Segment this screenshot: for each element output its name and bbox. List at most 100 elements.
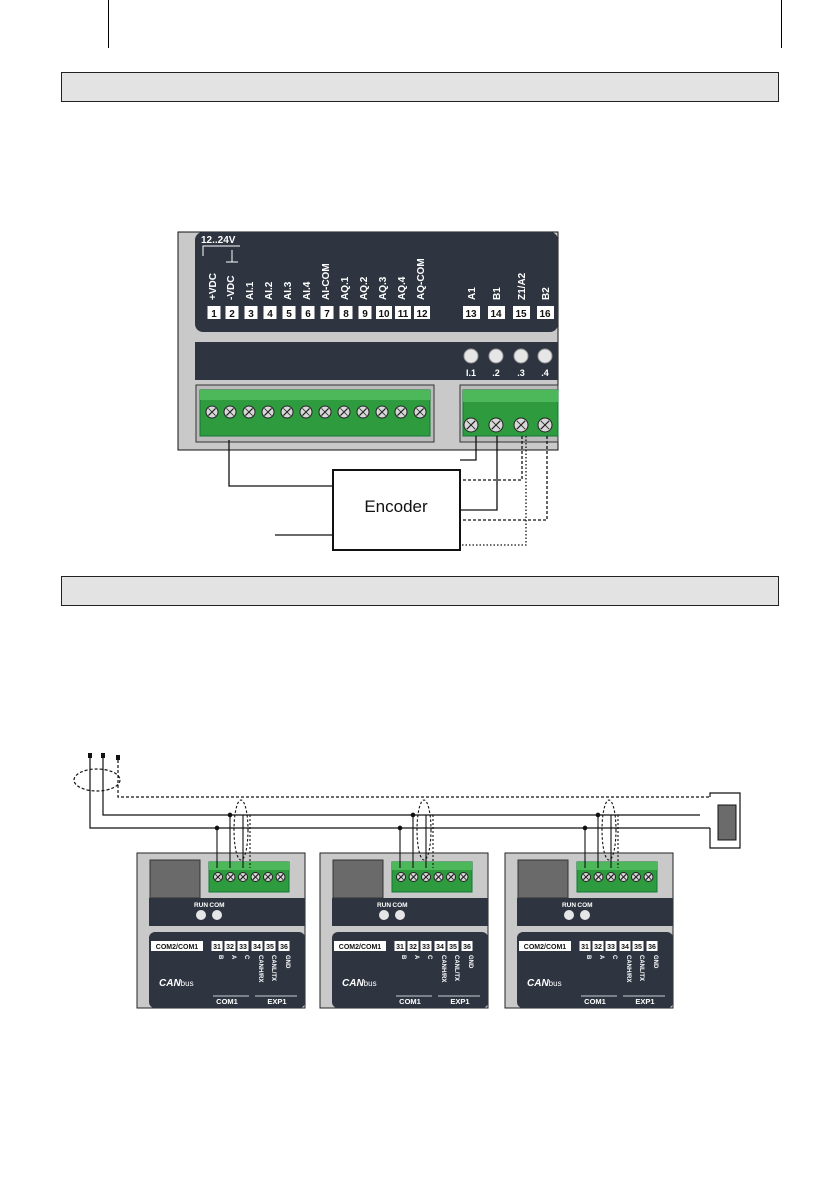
screw-icon (223, 405, 237, 419)
can-signal-label: CANH/RX (440, 955, 446, 982)
counter-number: 16 (539, 309, 551, 320)
can-signal-label: GND (652, 955, 658, 969)
encoder-label: Encoder (364, 497, 428, 516)
counter-number: 13 (465, 309, 477, 320)
can-group-label: COM1 (216, 997, 238, 1006)
terminal-label: AI-COM (321, 263, 332, 300)
counter-number-box (488, 306, 505, 319)
screw-icon (433, 872, 444, 882)
can-terminal-number: 31 (396, 944, 404, 951)
screw-icon (537, 417, 553, 433)
terminal-number: 2 (229, 309, 235, 320)
terminal-label: AQ-COM (416, 258, 427, 300)
can-terminal-number: 36 (280, 944, 288, 951)
can-signal-label: CANL/TX (638, 955, 644, 981)
can-terminal-number: 34 (436, 944, 444, 951)
screw-icon (205, 405, 219, 419)
terminal-number-box (376, 306, 392, 319)
counter-number-box (513, 306, 530, 319)
counter-label: B1 (492, 287, 503, 300)
screw-icon (356, 405, 370, 419)
can-terminal-number: 36 (648, 944, 656, 951)
led-label: .2 (492, 368, 500, 378)
counter-number: 14 (490, 309, 502, 320)
can-signal-label: CANH/RX (625, 955, 631, 982)
screw-icon (261, 405, 275, 419)
counter-label: Z1/A2 (517, 272, 528, 300)
drop-wires (397, 799, 434, 868)
screw-icon (631, 872, 641, 882)
can-led-panel (149, 898, 305, 926)
can-led-label: RUN (562, 902, 576, 909)
terminal-number: 10 (378, 309, 390, 320)
terminal-label: AQ.2 (359, 276, 370, 300)
terminal-number: 6 (305, 309, 311, 320)
screw-icon (238, 872, 248, 882)
screw-icon (413, 405, 427, 419)
trim-mark-right (781, 0, 782, 48)
terminal-number-box (225, 306, 239, 319)
can-terminal-number: 33 (239, 944, 247, 951)
led-indicator (463, 348, 479, 364)
counter-label: B2 (541, 287, 552, 300)
can-group-label: COM1 (584, 997, 606, 1006)
can-group-label: COM1 (399, 997, 421, 1006)
screw-icon (318, 405, 332, 419)
terminal-number-box (395, 306, 411, 319)
can-led-label: COM (209, 902, 224, 909)
can-terminal-number: 34 (621, 944, 629, 951)
counter-number: 15 (515, 309, 527, 320)
screw-icon (618, 872, 629, 882)
terminal-number: 12 (416, 309, 428, 320)
terminal-number: 9 (362, 309, 368, 320)
screw-icon (375, 405, 389, 419)
can-terminal-number: 35 (449, 944, 457, 951)
can-signal-label: C (243, 955, 249, 960)
screw-icon (213, 872, 223, 882)
screw-icon (408, 872, 419, 882)
terminal-number-box (339, 306, 353, 319)
screw-icon (263, 872, 273, 882)
can-terminal-number: 36 (463, 944, 471, 951)
can-led-indicator (564, 910, 574, 920)
led-label: I.1 (466, 368, 476, 378)
can-terminal-number: 34 (253, 944, 261, 951)
can-terminal-number: 32 (594, 944, 602, 951)
screw-icon (250, 872, 261, 882)
can-terminal-number: 35 (266, 944, 274, 951)
can-port-label: COM2/COM1 (156, 944, 199, 951)
terminal-number-box (244, 306, 258, 319)
can-signal-label: GND (284, 955, 290, 969)
can-group-label: EXP1 (267, 997, 286, 1006)
terminal-number-box (263, 306, 277, 319)
screw-icon (242, 405, 256, 419)
section-header-encoder (61, 72, 779, 102)
can-signal-label: CANL/TX (270, 955, 276, 981)
can-port-label: COM2/COM1 (524, 944, 567, 951)
can-signal-label: A (230, 955, 236, 960)
can-terminal-number: 31 (213, 944, 221, 951)
can-led-indicator (379, 910, 389, 920)
screw-icon (394, 405, 408, 419)
drop-wires (582, 799, 619, 868)
led-indicator (537, 348, 553, 364)
can-terminal-number: 33 (607, 944, 615, 951)
screw-icon (421, 872, 431, 882)
terminal-number-box (320, 306, 334, 319)
can-terminal-number: 32 (226, 944, 234, 951)
terminal-number-box (282, 306, 296, 319)
can-terminal-number: 33 (422, 944, 430, 951)
supply-bracket (202, 245, 240, 256)
shield-ellipse (233, 799, 249, 861)
terminal-label: AI.2 (264, 281, 275, 300)
terminal-number: 1 (211, 309, 217, 320)
screw-icon (280, 405, 294, 419)
can-terminal-number: 32 (409, 944, 417, 951)
screw-icon (458, 872, 469, 882)
can-signal-label: A (413, 955, 419, 960)
can-led-indicator (580, 910, 590, 920)
